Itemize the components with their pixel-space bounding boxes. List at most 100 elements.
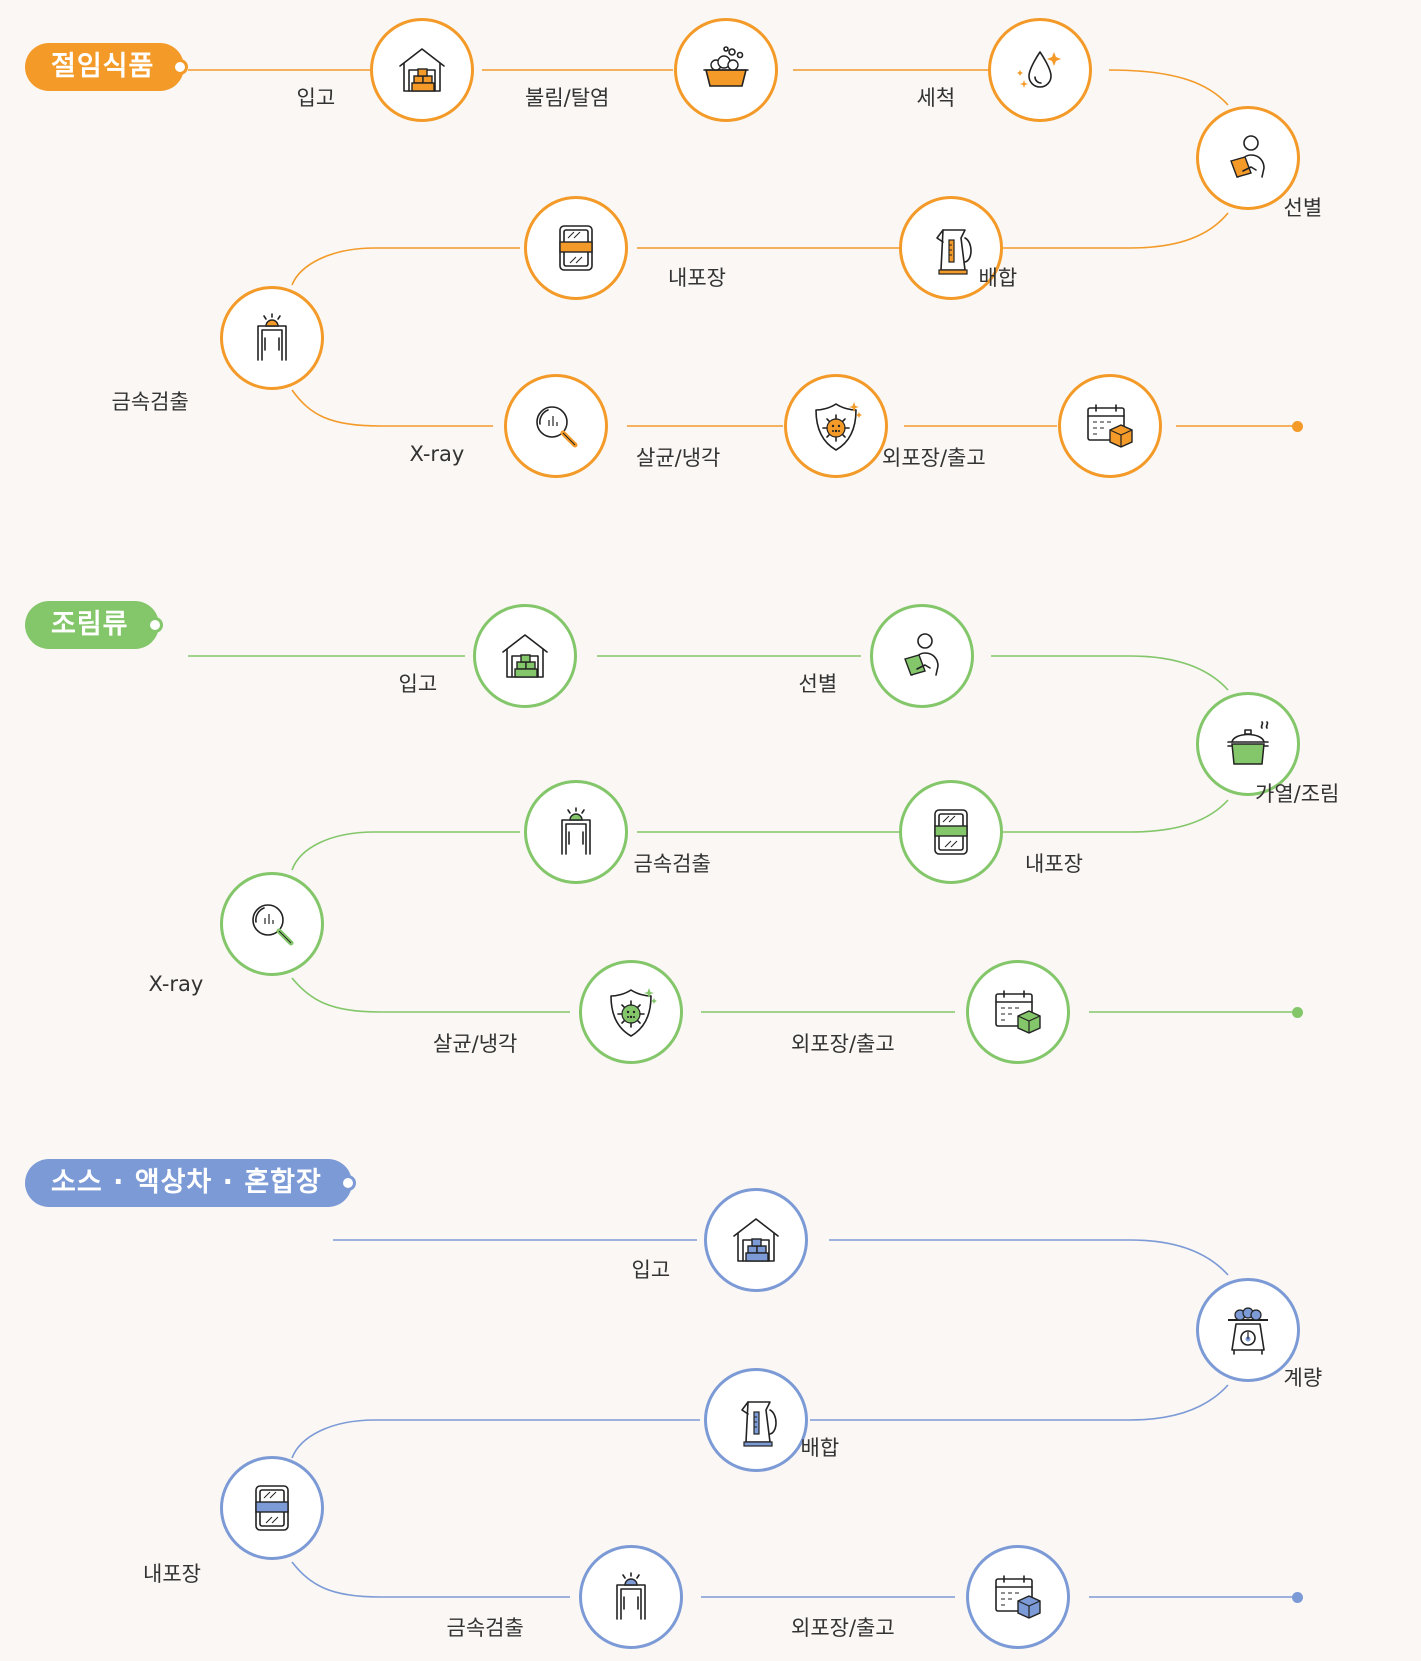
process-step-node — [220, 286, 324, 390]
process-step-node — [988, 18, 1092, 122]
warehouse-icon — [399, 48, 445, 92]
process-flow-pickled: 절임식품 — [0, 0, 1421, 520]
process-step-label: 입고 — [631, 1258, 671, 1282]
inner-package-icon — [934, 809, 968, 855]
flow-connector-lines — [188, 69, 1297, 427]
process-step-node — [899, 196, 1003, 300]
process-step-node — [966, 1545, 1070, 1649]
cooking-pot-icon — [1227, 721, 1269, 765]
process-step-label: 세척 — [916, 86, 956, 110]
flow-end-dot — [1292, 1007, 1303, 1018]
water-drop-icon — [1017, 51, 1061, 88]
process-step-label: 외포장/출고 — [882, 446, 986, 470]
step-circle — [524, 780, 628, 884]
flow-end-dot — [1292, 1592, 1303, 1603]
process-flow-sauce: 소스 · 액상차 · 혼합장 — [0, 0, 1421, 1598]
flow-title-badge: 조림류 — [25, 601, 163, 649]
process-step-label: X-ray — [148, 972, 204, 996]
step-circle — [988, 18, 1092, 122]
process-step-label: X-ray — [409, 442, 465, 466]
connector-path — [188, 69, 1297, 427]
process-step-label: 내포장 — [143, 1562, 201, 1586]
process-step-node — [704, 1188, 808, 1292]
warehouse-icon — [502, 634, 548, 678]
step-circle — [966, 1545, 1070, 1649]
process-step-node — [899, 780, 1003, 884]
process-step-node — [870, 604, 974, 708]
process-step-node — [504, 374, 608, 478]
sterilize-shield-icon — [815, 402, 862, 451]
inner-package-icon — [559, 225, 593, 271]
step-circle — [966, 960, 1070, 1064]
process-step-node — [1058, 374, 1162, 478]
process-step-node — [524, 780, 628, 884]
process-step-node — [579, 1545, 683, 1649]
step-circle — [504, 374, 608, 478]
xray-magnifier-icon — [252, 904, 294, 946]
step-circle — [1058, 374, 1162, 478]
flow-title: 절임식품 — [51, 51, 155, 82]
flow-end-dot — [1292, 421, 1303, 432]
process-step-node — [1196, 692, 1300, 796]
metal-detector-icon — [561, 807, 591, 855]
badge-dot — [172, 59, 189, 75]
kettle-icon — [741, 1401, 777, 1447]
xray-magnifier-icon — [536, 406, 578, 448]
process-step-label: 내포장 — [668, 266, 726, 290]
process-step-label: 금속검출 — [633, 852, 711, 876]
process-step-label: 선별 — [798, 672, 838, 696]
process-step-label: 불림/탈염 — [525, 86, 610, 110]
inspector-icon — [1230, 135, 1265, 178]
flow-connector-lines — [188, 655, 1297, 1013]
badge-dot — [339, 1175, 356, 1191]
process-step-label: 입고 — [398, 672, 438, 696]
process-step-label: 선별 — [1283, 196, 1323, 220]
soaking-basin-icon — [703, 46, 749, 87]
process-step-label: 배합 — [978, 266, 1018, 290]
connector-path — [291, 1239, 1297, 1598]
step-circle — [1196, 1278, 1300, 1382]
flow-title-badge: 절임식품 — [25, 43, 189, 91]
calendar-box-icon — [1087, 404, 1133, 448]
process-step-node — [473, 604, 577, 708]
process-step-node — [784, 374, 888, 478]
flow-connector-lines — [291, 1239, 1297, 1598]
process-step-label: 살균/냉각 — [636, 446, 721, 470]
inspector-icon — [904, 633, 939, 676]
process-step-label: 가열/조림 — [1255, 782, 1340, 806]
badge-dot — [146, 617, 163, 633]
flow-title-badge: 소스 · 액상차 · 혼합장 — [25, 1159, 356, 1207]
step-circle — [870, 604, 974, 708]
process-step-label: 계량 — [1283, 1366, 1323, 1390]
step-circle — [220, 286, 324, 390]
kettle-icon — [936, 229, 972, 275]
process-step-label: 외포장/출고 — [791, 1032, 895, 1056]
process-step-label: 금속검출 — [111, 390, 189, 414]
process-step-label: 입고 — [296, 86, 336, 110]
metal-detector-icon — [257, 313, 287, 361]
process-step-label: 내포장 — [1025, 852, 1083, 876]
calendar-box-icon — [995, 1575, 1041, 1619]
process-step-label: 배합 — [800, 1436, 840, 1460]
warehouse-icon — [733, 1218, 779, 1262]
step-circle — [473, 604, 577, 708]
calendar-box-icon — [995, 990, 1041, 1034]
process-step-node — [1196, 106, 1300, 210]
metal-detector-icon — [616, 1572, 646, 1620]
process-step-node — [674, 18, 778, 122]
scale-icon — [1228, 1307, 1268, 1355]
process-step-node — [370, 18, 474, 122]
process-step-node — [704, 1368, 808, 1472]
sterilize-shield-icon — [610, 988, 657, 1037]
step-circle — [220, 872, 324, 976]
process-step-node — [220, 872, 324, 976]
process-flow-braised: 조림류 — [0, 0, 1421, 1013]
process-step-node — [524, 196, 628, 300]
flow-title: 소스 · 액상차 · 혼합장 — [51, 1167, 322, 1198]
process-step-node — [220, 1456, 324, 1560]
process-step-node — [1196, 1278, 1300, 1382]
process-step-label: 금속검출 — [446, 1616, 524, 1640]
process-step-node — [579, 960, 683, 1064]
flow-title: 조림류 — [51, 609, 129, 640]
step-circle — [579, 1545, 683, 1649]
